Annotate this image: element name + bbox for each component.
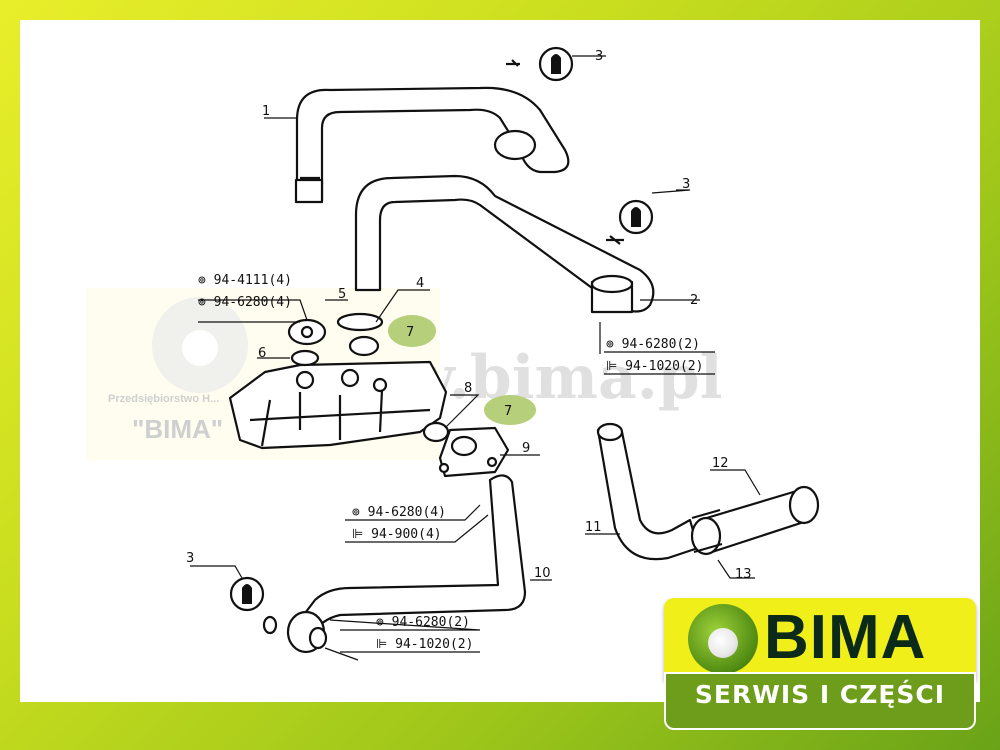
- part-number-11: 11: [585, 520, 602, 535]
- hose-1: [294, 86, 570, 204]
- callout-94-6280-2-right: ⊚ 94-6280(2): [606, 337, 700, 352]
- part-number-7-upper: 7: [406, 325, 414, 340]
- seal-part-7a: [348, 335, 380, 357]
- cylinder-head: [228, 360, 448, 450]
- seal-part-8: [422, 421, 450, 443]
- hose-12: [690, 485, 820, 556]
- part-number-3-top: 3: [595, 49, 603, 64]
- badge-brand: BIMA: [764, 603, 927, 672]
- hose-2: [354, 174, 655, 314]
- part-number-1: 1: [262, 104, 270, 119]
- callout-94-4111: ⊚ 94-4111(4): [198, 273, 292, 288]
- bima-ball-highlight-icon: [708, 628, 738, 658]
- callout-94-900-4: ⊫ 94-900(4): [352, 527, 442, 542]
- part-number-7-lower: 7: [504, 404, 512, 419]
- ring-part-6: [290, 349, 320, 367]
- badge-subtitle: SERWIS I CZĘŚCI: [694, 680, 946, 709]
- fitting-icon-top: [506, 46, 574, 82]
- part-number-8: 8: [464, 381, 472, 396]
- flange-part-9: [422, 421, 510, 478]
- part-number-5: 5: [338, 287, 346, 302]
- callout-94-1020-2-bottom: ⊫ 94-1020(2): [376, 637, 473, 652]
- highlight-part-7-lower: [484, 395, 536, 425]
- watermark-logo-dot: [182, 330, 218, 366]
- callout-94-6280-4-upper: ⊚ 94-6280(4): [198, 295, 292, 310]
- part-number-13: 13: [735, 567, 752, 582]
- flange-5-hole: [300, 325, 314, 339]
- fitting-icon-left: [229, 576, 265, 612]
- highlight-part-7-upper: [388, 315, 436, 347]
- part-number-3-left: 3: [186, 551, 194, 566]
- hose-11: [596, 422, 700, 561]
- bima-logo-badge: BIMA SERWIS I CZĘŚCI: [664, 598, 976, 732]
- gasket-part-4: [336, 312, 384, 332]
- part-number-2: 2: [690, 293, 698, 308]
- part-number-6: 6: [258, 346, 266, 361]
- watermark-company-name: "BIMA": [132, 414, 223, 444]
- callout-94-1020-2-right: ⊫ 94-1020(2): [606, 359, 703, 374]
- badge-bottom-panel: [664, 672, 976, 730]
- part-number-3-right: 3: [682, 177, 690, 192]
- fitting-icon-right: [606, 199, 654, 245]
- part-number-9: 9: [522, 441, 530, 456]
- part-number-4: 4: [416, 276, 424, 291]
- leader-lines: [190, 55, 761, 661]
- badge-top-panel: BIMA: [664, 598, 976, 680]
- part-number-10: 10: [534, 566, 551, 581]
- watermark-company-line: Przedsiębiorstwo H...: [108, 393, 219, 405]
- part-number-12: 12: [712, 456, 729, 471]
- callout-94-6280-2-bottom: ⊚ 94-6280(2): [376, 615, 470, 630]
- hose-10: [262, 474, 527, 654]
- callout-94-6280-4-lower: ⊚ 94-6280(4): [352, 505, 446, 520]
